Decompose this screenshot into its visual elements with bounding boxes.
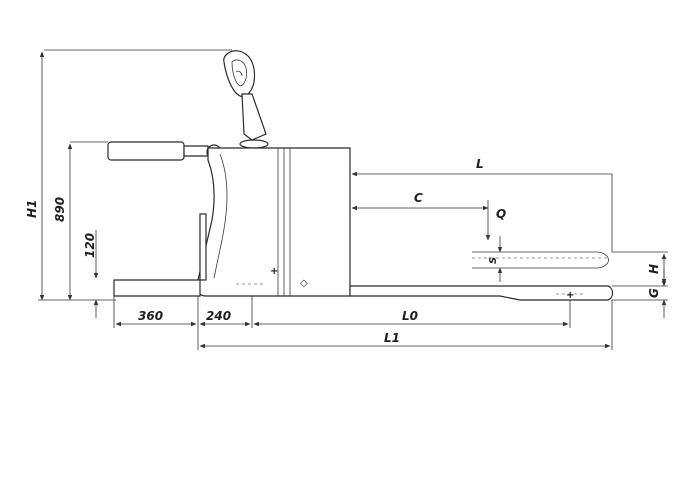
label-l0: L0 (402, 309, 418, 323)
fork-long (349, 285, 614, 301)
label-h: H (647, 264, 661, 274)
side-post (199, 213, 207, 281)
label-q: Q (496, 207, 506, 221)
center-mark: + (270, 266, 278, 277)
load-wheel-mark: + (566, 290, 574, 301)
label-c: C (414, 191, 423, 205)
label-h1: H1 (25, 200, 39, 218)
tiller-pivot (239, 139, 269, 149)
label-120: 120 (83, 233, 97, 258)
tiller-arm (241, 93, 267, 141)
fork (113, 279, 201, 297)
label-s: S (488, 257, 499, 264)
raised-fork (472, 251, 609, 269)
tiller-head (223, 50, 256, 97)
truck-outline: + ◇ + (107, 50, 614, 301)
rear-handle (107, 141, 185, 161)
dimensions: H1 890 120 L C Q S H G (25, 49, 668, 350)
label-g: G (647, 288, 661, 298)
label-360: 360 (138, 309, 163, 323)
label-890: 890 (53, 197, 67, 222)
label-l: L (476, 157, 484, 171)
label-240: 240 (206, 309, 231, 323)
center-mark-2: ◇ (300, 278, 308, 289)
label-l1: L1 (384, 331, 400, 345)
